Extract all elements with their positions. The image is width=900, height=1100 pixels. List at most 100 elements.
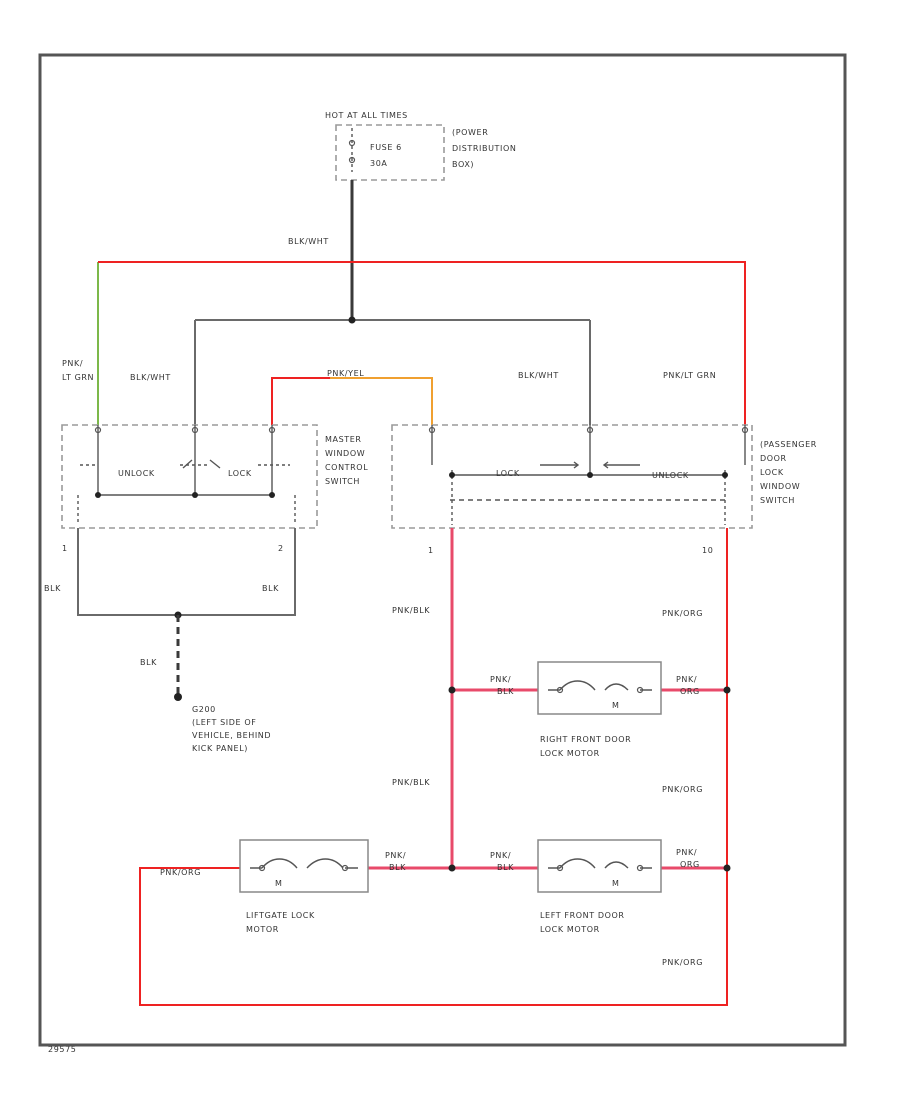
wire-pnk-yel-right xyxy=(330,377,433,425)
master-switch-contacts xyxy=(97,425,273,495)
wire-pnk-lt-grn-top xyxy=(98,261,746,425)
wire-label-blk-wht-left: BLK/WHT xyxy=(130,373,171,382)
ground-label-2: (LEFT SIDE OF xyxy=(192,718,256,727)
passenger-label-5: SWITCH xyxy=(760,496,795,505)
lf-motor-label-1: LEFT FRONT DOOR xyxy=(540,911,625,920)
passenger-node-3 xyxy=(722,472,728,478)
lf-motor-label-2: LOCK MOTOR xyxy=(540,925,600,934)
right-front-door-lock-motor xyxy=(537,661,662,715)
wire-label-blk-left: BLK xyxy=(44,584,61,593)
wire-label-pnk-org-lower: PNK/ORG xyxy=(662,958,703,967)
wire-label-pnk-yel: PNK/YEL xyxy=(327,369,364,378)
fuse-terminal-top xyxy=(348,139,356,147)
lf-pin-label-2: BLK xyxy=(497,863,514,872)
diagram-code: 29575 xyxy=(48,1045,76,1054)
power-distribution-box xyxy=(335,124,445,181)
passenger-unlock-label: UNLOCK xyxy=(652,471,689,480)
rf-pin-label-2: BLK xyxy=(497,687,514,696)
ground-label-4: KICK PANEL) xyxy=(192,744,248,753)
lf-motor-terminal-right xyxy=(636,864,644,872)
wire-label-pnk-org-upper: PNK/ORG xyxy=(662,609,703,618)
pin-1-left: 1 xyxy=(62,544,68,553)
ground-label-1: G200 xyxy=(192,705,216,714)
wire-label-pnk-lt-grn-left-2: LT GRN xyxy=(62,373,94,382)
passenger-lock-arrow xyxy=(540,461,580,469)
lg-motor-label-1: LIFTGATE LOCK xyxy=(246,911,315,920)
splice-pnk-org-rf xyxy=(723,686,731,694)
passenger-label-2: DOOR xyxy=(760,454,787,463)
rf-motor-label-1: RIGHT FRONT DOOR xyxy=(540,735,631,744)
wire-label-pnk-lt-grn-left-1: PNK/ xyxy=(62,359,83,368)
ground-label-3: VEHICLE, BEHIND xyxy=(192,731,271,740)
wire-blk-ground xyxy=(77,528,296,616)
wire-label-pnk-blk-upper: PNK/BLK xyxy=(392,606,430,615)
lf-pin-label-3: PNK/ xyxy=(676,848,697,857)
lf-pin-label-4: ORG xyxy=(680,860,700,869)
passenger-label-3: LOCK xyxy=(760,468,784,477)
wire-pnk-org-bus xyxy=(139,528,728,1006)
lg-motor-terminal-left xyxy=(258,864,266,872)
wire-label-pnk-blk-lower: PNK/BLK xyxy=(392,778,430,787)
wire-pnk-yel-left xyxy=(271,377,330,425)
wire-label-blk-wht-right: BLK/WHT xyxy=(518,371,559,380)
master-label-1: MASTER xyxy=(325,435,362,444)
passenger-node-2 xyxy=(587,472,593,478)
liftgate-lock-motor xyxy=(239,839,369,893)
pin-2-left: 2 xyxy=(278,544,284,553)
rf-pin-label-1: PNK/ xyxy=(490,675,511,684)
wire-label-blk-ground: BLK xyxy=(140,658,157,667)
passenger-unlock-arrow xyxy=(602,461,640,469)
lf-motor-symbol xyxy=(548,858,652,869)
wire-label-pnk-org-middle: PNK/ORG xyxy=(662,785,703,794)
hot-at-all-times-label: HOT AT ALL TIMES xyxy=(325,111,408,120)
passenger-term-2 xyxy=(586,426,594,434)
splice-pnk-org-lf xyxy=(723,864,731,872)
master-switch-outputs xyxy=(77,495,296,522)
master-term-3 xyxy=(268,426,276,434)
lg-motor-m: M xyxy=(275,879,283,888)
pdb-label-1: (POWER xyxy=(452,128,488,137)
pin-10-right: 10 xyxy=(702,546,713,555)
lg-motor-terminal-right xyxy=(341,864,349,872)
splice-pnk-blk-rf xyxy=(448,686,456,694)
rf-pin-label-4: ORG xyxy=(680,687,700,696)
passenger-node-1 xyxy=(449,472,455,478)
lf-motor-m: M xyxy=(612,879,620,888)
lg-pin-label-1: PNK/ xyxy=(385,851,406,860)
pdb-label-2: DISTRIBUTION xyxy=(452,144,516,153)
pin-1-right: 1 xyxy=(428,546,434,555)
lg-motor-label-2: MOTOR xyxy=(246,925,279,934)
passenger-label-4: WINDOW xyxy=(760,482,800,491)
master-lock-label: LOCK xyxy=(228,469,252,478)
splice-main xyxy=(348,316,356,324)
master-term-1 xyxy=(94,426,102,434)
master-window-control-switch xyxy=(61,424,318,529)
passenger-switch-contacts xyxy=(431,425,746,475)
wire-label-pnk-lt-grn-right: PNK/LT GRN xyxy=(663,371,716,380)
rf-motor-terminal-left xyxy=(556,686,564,694)
lf-pin-label-1: PNK/ xyxy=(490,851,511,860)
ground-point xyxy=(174,693,182,701)
master-term-2 xyxy=(191,426,199,434)
lf-motor-terminal-left xyxy=(556,864,564,872)
diagram-border xyxy=(38,53,847,1047)
passenger-term-1 xyxy=(428,426,436,434)
lg-pin-label-2: BLK xyxy=(389,863,406,872)
splice-pnk-blk-lf xyxy=(448,864,456,872)
master-node-3 xyxy=(269,492,275,498)
wire-label-liftgate-pnk-org: PNK/ORG xyxy=(160,868,201,877)
passenger-term-3 xyxy=(741,426,749,434)
lg-motor-symbol xyxy=(250,858,358,869)
master-label-4: SWITCH xyxy=(325,477,360,486)
rf-pin-label-3: PNK/ xyxy=(676,675,697,684)
master-unlock-label: UNLOCK xyxy=(118,469,155,478)
fuse-label-2: 30A xyxy=(370,159,387,168)
rf-motor-symbol xyxy=(548,680,652,691)
fuse-terminal-bottom xyxy=(348,156,356,164)
left-front-door-lock-motor xyxy=(537,839,662,893)
master-label-3: CONTROL xyxy=(325,463,368,472)
master-node-1 xyxy=(95,492,101,498)
passenger-door-lock-window-switch xyxy=(391,424,753,529)
rf-motor-terminal-right xyxy=(636,686,644,694)
